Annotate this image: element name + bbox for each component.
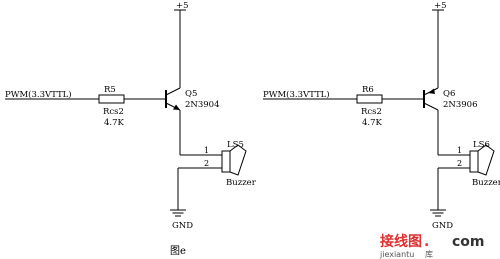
buzzer-pin2: 2: [204, 159, 209, 168]
supply-label: +5: [434, 1, 447, 11]
input-label: PWM(3.3VTTL): [5, 89, 72, 100]
watermark-url-suffix: 库: [425, 249, 433, 259]
watermark-chinese: 接线图: [380, 233, 422, 250]
transistor-part: 2N3904: [185, 100, 219, 110]
circuit-right: +5 PWM(3.3VTTL) R6 Rcs2 4.7K Q6 2N3906 1…: [263, 1, 500, 231]
ground-label: GND: [432, 221, 453, 231]
circuit-left: +5 PWM(3.3VTTL) R5 Rcs2 4.7K Q5 2N3904 1…: [5, 1, 257, 231]
buzzer-pin1: 1: [457, 146, 462, 155]
resistor-r5: [98, 94, 125, 104]
buzzer-horn-icon: [477, 144, 495, 176]
watermark-url: jiexiantu: [379, 250, 414, 259]
buzzer-body: [469, 150, 479, 173]
figure-caption: 图e: [170, 245, 186, 257]
buzzer-pin2: 2: [457, 159, 462, 168]
watermark-backdrop: [378, 232, 498, 259]
ground-label: GND: [172, 221, 193, 231]
buzzer-ref: LS6: [473, 140, 490, 150]
resistor-footprint: Rcs2: [103, 107, 124, 117]
buzzer-name: Buzzer: [226, 178, 257, 188]
resistor-r6: [356, 94, 383, 104]
watermark-domain: com: [452, 234, 485, 250]
emitter-arrow-icon: [428, 88, 435, 94]
emitter-arrow-icon: [173, 104, 180, 110]
resistor-ref: R6: [362, 85, 374, 95]
resistor-ref: R5: [104, 85, 116, 95]
buzzer-body: [221, 150, 231, 173]
input-label: PWM(3.3VTTL): [263, 89, 330, 100]
buzzer-ref: LS5: [227, 140, 244, 150]
buzzer-horn-icon: [229, 144, 247, 176]
transistor-part: 2N3906: [443, 100, 477, 110]
transistor-ref: Q6: [443, 89, 455, 99]
transistor-q5-collector: [165, 87, 181, 96]
buzzer-pin1: 1: [204, 146, 209, 155]
supply-label: +5: [176, 1, 189, 11]
watermark: 接线图 . com jiexiantu 库: [378, 232, 498, 259]
resistor-value: 4.7K: [104, 118, 125, 128]
resistor-footprint: Rcs2: [361, 107, 382, 117]
resistor-value: 4.7K: [362, 118, 383, 128]
watermark-dot: .: [424, 234, 429, 250]
transistor-q6-collector: [423, 102, 439, 111]
transistor-ref: Q5: [185, 89, 197, 99]
buzzer-name: Buzzer: [472, 178, 500, 188]
